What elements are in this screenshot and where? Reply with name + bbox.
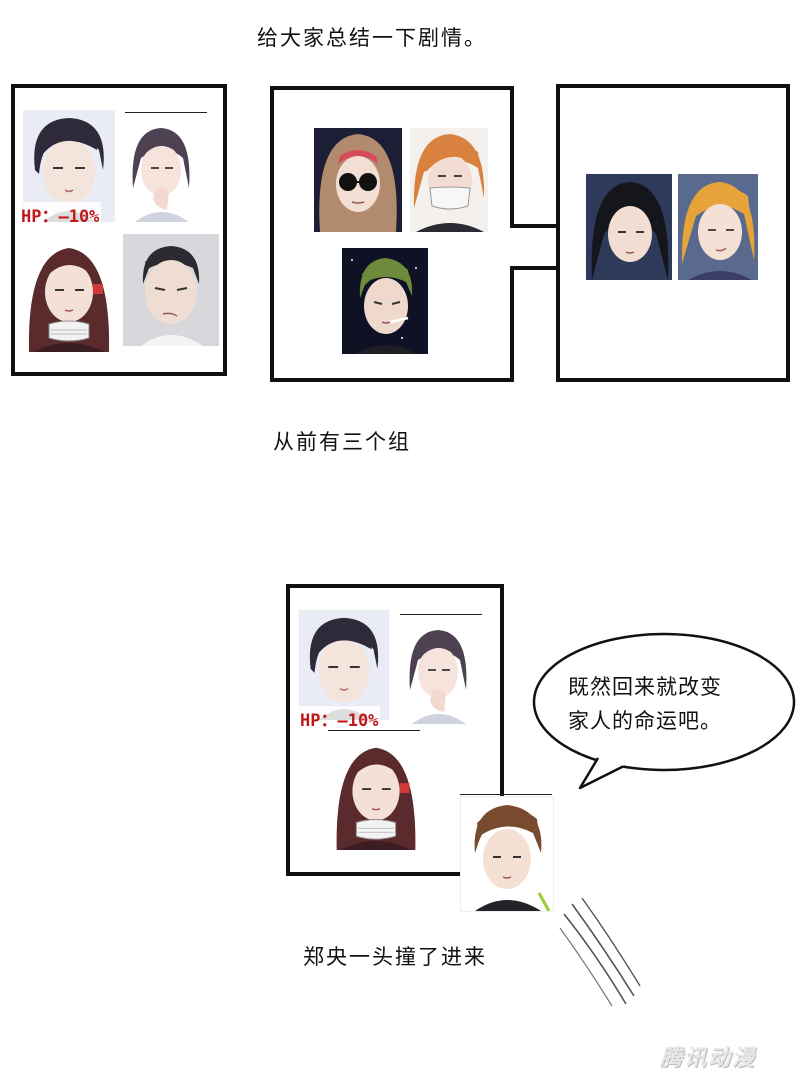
portrait-older-man bbox=[123, 234, 219, 346]
panel-family-group-2: HP：–10% bbox=[286, 584, 504, 876]
caption-zheng-yang-enters: 郑央一头撞了进来 bbox=[303, 945, 487, 969]
caption-three-groups: 从前有三个组 bbox=[273, 430, 411, 454]
divider-line bbox=[328, 730, 420, 731]
portrait-woman-hand-chin bbox=[402, 620, 474, 724]
portrait-girl-scarf bbox=[23, 234, 115, 352]
portrait-long-dark-hair bbox=[586, 174, 672, 280]
panel-family-group: HP：–10% bbox=[11, 84, 227, 376]
portrait-girl-scarf bbox=[330, 734, 422, 850]
portrait-brown-hair-boy bbox=[460, 796, 554, 912]
divider-line bbox=[125, 112, 207, 113]
speech-bubble bbox=[532, 632, 796, 790]
hp-indicator: HP：–10% bbox=[298, 706, 381, 731]
speech-line-2: 家人的命运吧。 bbox=[568, 709, 722, 733]
panel-rival-group bbox=[270, 86, 514, 382]
portrait-orange-hair-mask bbox=[410, 128, 488, 232]
portrait-green-hair-cigarette bbox=[342, 248, 428, 354]
caption-intro: 给大家总结一下剧情。 bbox=[257, 26, 487, 50]
watermark-logo: 腾讯动漫 bbox=[660, 1046, 757, 1071]
panel-connector bbox=[510, 224, 560, 270]
panel-pair-group bbox=[556, 84, 790, 382]
hp-indicator: HP：–10% bbox=[19, 202, 102, 227]
portrait-woman-hand-chin bbox=[125, 118, 197, 222]
portrait-hooded-sunglasses bbox=[314, 128, 402, 232]
motion-lines bbox=[559, 897, 641, 1007]
speech-line-1: 既然回来就改变 bbox=[568, 675, 722, 699]
portrait-dark-haired-man bbox=[298, 610, 390, 720]
divider-line bbox=[460, 794, 552, 795]
divider-line bbox=[400, 614, 482, 615]
portrait-blonde bbox=[678, 174, 758, 280]
